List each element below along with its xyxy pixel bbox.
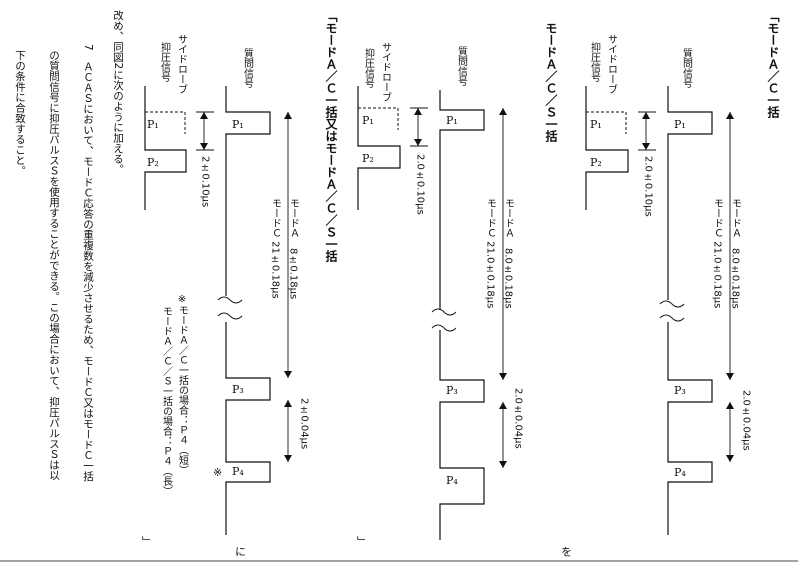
pulse-p2-label: P₂ <box>590 156 602 169</box>
break-mark <box>659 300 685 322</box>
connector-wo: を <box>560 546 573 557</box>
header-line-4: 下の条件に合致すること。 <box>14 50 26 176</box>
diagram-title: 「モードＡ／Ｃ一括又はモードＡ／Ｃ／Ｓ一括 <box>324 10 338 263</box>
mode-a-spacing: モードＡ 8.0±0.18μs <box>730 198 741 309</box>
diagram-mode-acs: モードＡ／Ｃ／Ｓ一括 質問信号 サイドローブ 抑圧信号 P₁ P₁ P₂ P₃ … <box>356 22 573 557</box>
interrogation-waveform <box>225 86 271 535</box>
pulse-p3-label: P₃ <box>446 384 458 397</box>
pulse-p4-label: P₄ <box>674 466 686 479</box>
note-acs: モードＡ／Ｃ／Ｓ一括の場合：Ｐ４（長） <box>161 306 173 496</box>
interrogation-waveform <box>439 90 485 540</box>
interrogation-waveform <box>667 86 713 535</box>
pulse-p1-label: P₁ <box>446 114 458 127</box>
pulse-p1-label: P₁ <box>674 118 686 131</box>
pulse-p1-sidelobe-label: P₁ <box>362 114 374 127</box>
star-mark: ※ <box>213 466 222 479</box>
diagram-mode-ac-or-acs: 「モードＡ／Ｃ一括又はモードＡ／Ｃ／Ｓ一括 質問信号 サイドローブ 抑圧信号 P… <box>141 10 339 557</box>
gap-p1-p2: 2.0±0.10μs <box>643 156 654 217</box>
pulse-p2-label: P₂ <box>147 156 159 169</box>
pulse-p1-label: P₁ <box>232 118 244 131</box>
note-ac: ※モードＡ／Ｃ一括の場合：Ｐ４（短） <box>177 294 189 475</box>
pulse-p3-label: P₃ <box>674 384 686 397</box>
mode-a-spacing: モードＡ 8.0±0.18μs <box>503 198 514 309</box>
pulse-p2-label: P₂ <box>362 152 374 165</box>
gap-p1-p2: 2±0.10μs <box>200 156 211 207</box>
close-bracket: 」 <box>141 536 154 547</box>
mode-a-spacing: モードＡ 8±0.18μs <box>288 198 299 299</box>
pulse-p1-sidelobe-label: P₁ <box>147 118 159 131</box>
diagram-title: モードＡ／Ｃ／Ｓ一括 <box>544 22 558 143</box>
pulse-p4-label: P₄ <box>446 474 458 487</box>
header-line-2: 7 ＡＣＡＳにおいて、モードＣ応答の重複数を減少させるため、モードＣ又はモードＣ… <box>82 44 94 482</box>
diagram-title: 「モードＡ／Ｃ一括 <box>766 10 780 119</box>
suppression-label: 抑圧信号 <box>363 48 375 89</box>
sidelobe-waveform <box>586 111 627 134</box>
gap-p3-p4: 2±0.04μs <box>299 398 310 449</box>
close-bracket: 」 <box>356 536 369 547</box>
mode-c-spacing: モードＣ 21.0±0.18μs <box>485 198 496 308</box>
header-line-3: の質問信号に抑圧パルスＳを使用することができる。この場合において、抑圧パルスＳは… <box>48 50 60 481</box>
pulse-p4-label: P₄ <box>232 465 244 478</box>
sidelobe-waveform <box>145 111 186 134</box>
break-mark <box>217 296 243 320</box>
pulse-p3-label: P₃ <box>232 383 244 396</box>
interrogation-label: 質問信号 <box>681 47 693 89</box>
sidelobe-label: サイドローブ <box>380 42 392 102</box>
sidelobe-label: サイドローブ <box>176 34 188 94</box>
connector-ni: に <box>234 546 247 557</box>
sidelobe-label: サイドローブ <box>606 34 618 94</box>
break-mark <box>431 308 457 332</box>
sidelobe-pulse-p2 <box>585 86 629 210</box>
gap-p1-p2: 2.0±0.10μs <box>415 154 426 215</box>
diagram-mode-ac: 「モードＡ／Ｃ一括 質問信号 サイドローブ 抑圧信号 P₁ P₁ P₂ P₃ P… <box>585 10 780 535</box>
interrogation-label: 質問信号 <box>456 45 468 87</box>
mode-c-spacing: モードＣ 21±0.18μs <box>270 198 281 299</box>
gap-p3-p4: 2.0±0.04μs <box>741 390 752 451</box>
interrogation-label: 質問信号 <box>242 47 254 89</box>
suppression-label: 抑圧信号 <box>589 42 601 83</box>
sidelobe-pulse-p2 <box>357 86 401 210</box>
sidelobe-waveform <box>358 107 399 130</box>
suppression-label: 抑圧信号 <box>159 42 171 83</box>
header-line-1: 改め、同図2に次のように加える。 <box>112 9 124 174</box>
sidelobe-pulse-p2 <box>144 86 187 210</box>
mode-c-spacing: モードＣ 21.0±0.18μs <box>712 198 723 308</box>
gap-p3-p4: 2.0±0.04μs <box>513 388 524 449</box>
pulse-p1-sidelobe-label: P₁ <box>590 118 602 131</box>
